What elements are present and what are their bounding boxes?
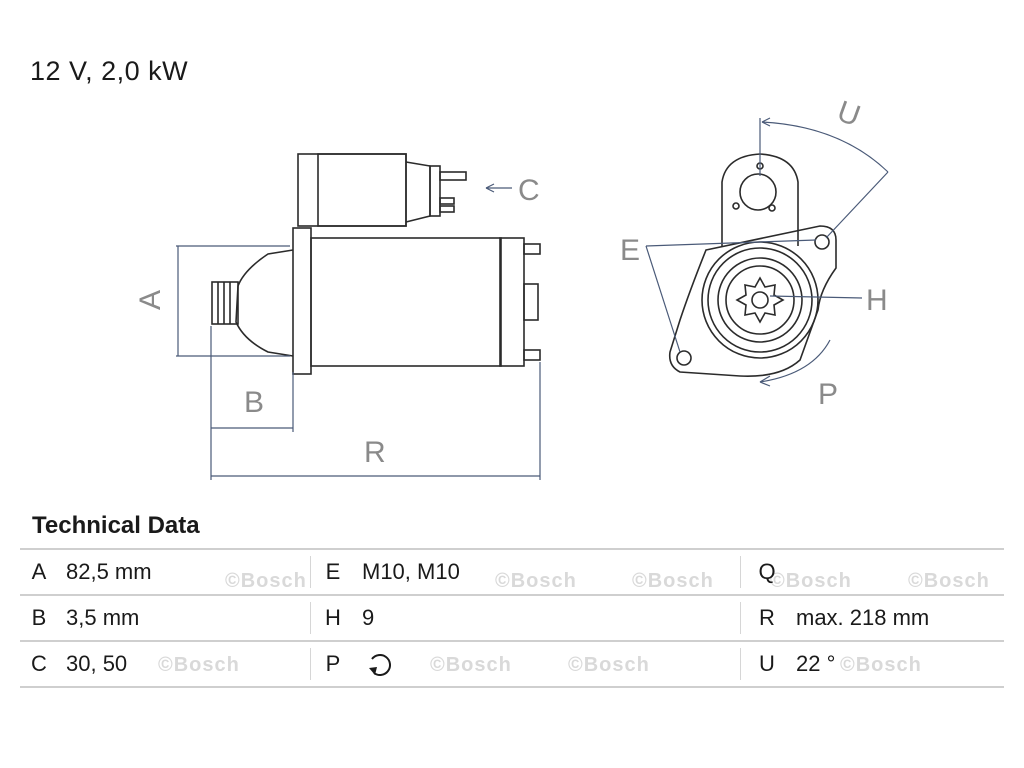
spec-value: max. 218 mm bbox=[796, 605, 930, 630]
solenoid-body bbox=[297, 153, 407, 227]
table-row: A 82,5 mm E M10, M10 Q bbox=[20, 548, 1004, 594]
spec-key: B bbox=[31, 605, 47, 630]
spec-key: P bbox=[325, 651, 341, 676]
spec-value: 3,5 mm bbox=[66, 605, 140, 630]
spec-value: 82,5 mm bbox=[66, 559, 152, 584]
spec-value: 9 bbox=[362, 605, 375, 630]
technical-data-table: ©Bosch ©Bosch ©Bosch ©Bosch ©Bosch ©Bosc… bbox=[20, 548, 1004, 688]
motor-body bbox=[310, 237, 502, 367]
pinion-teeth bbox=[735, 276, 785, 324]
table-row: B 3,5 mm H 9 R max. 218 mm bbox=[20, 594, 1004, 640]
side-view bbox=[211, 153, 541, 375]
label-b: B bbox=[244, 386, 264, 419]
dimension-labels: A B C R U E H P bbox=[134, 95, 888, 469]
spec-key: Q bbox=[758, 559, 776, 584]
spec-key: A bbox=[31, 559, 47, 584]
mounting-flange bbox=[292, 227, 312, 375]
watermark: ©Bosch bbox=[840, 654, 922, 676]
table-row: C 30, 50 P U 22 ° bbox=[20, 640, 1004, 688]
voltage-power-rating: 12 V, 2,0 kW bbox=[30, 56, 189, 86]
label-e: E bbox=[620, 234, 640, 267]
watermark: ©Bosch bbox=[495, 570, 577, 592]
spec-key: C bbox=[31, 651, 47, 676]
label-p: P bbox=[818, 378, 838, 411]
pinion-gear bbox=[211, 281, 239, 325]
watermark: ©Bosch bbox=[770, 570, 852, 592]
watermark: ©Bosch bbox=[430, 654, 512, 676]
spec-key: R bbox=[759, 605, 775, 630]
spec-value: M10, M10 bbox=[362, 559, 460, 584]
label-u: U bbox=[833, 95, 865, 133]
watermark: ©Bosch bbox=[158, 654, 240, 676]
end-view bbox=[668, 153, 837, 377]
spec-key: E bbox=[325, 559, 341, 584]
mounting-hole-upper bbox=[814, 234, 830, 250]
spec-key: H bbox=[325, 605, 341, 630]
watermark: ©Bosch bbox=[632, 570, 714, 592]
label-r: R bbox=[364, 436, 386, 469]
watermark: ©Bosch bbox=[568, 654, 650, 676]
rotation-direction-arc bbox=[759, 339, 831, 383]
starter-motor-drawing: A B C R U E H P bbox=[134, 95, 889, 480]
label-h: H bbox=[866, 284, 888, 317]
spec-key: U bbox=[759, 651, 775, 676]
label-c: C bbox=[518, 174, 540, 207]
watermark: ©Bosch bbox=[908, 570, 990, 592]
angle-u-arc bbox=[761, 121, 889, 173]
spec-value: 30, 50 bbox=[66, 651, 128, 676]
spec-value: 22 ° bbox=[796, 651, 836, 676]
flange-plate bbox=[668, 225, 837, 377]
dimension-lines bbox=[176, 183, 541, 480]
watermark: ©Bosch bbox=[225, 570, 307, 592]
clockwise-rotation-icon bbox=[369, 654, 391, 676]
mounting-hole-lower bbox=[676, 350, 692, 366]
technical-data-title: Technical Data bbox=[32, 512, 200, 539]
end-view-callouts bbox=[645, 117, 889, 387]
drive-end-housing bbox=[235, 249, 294, 357]
label-a: A bbox=[134, 290, 167, 310]
